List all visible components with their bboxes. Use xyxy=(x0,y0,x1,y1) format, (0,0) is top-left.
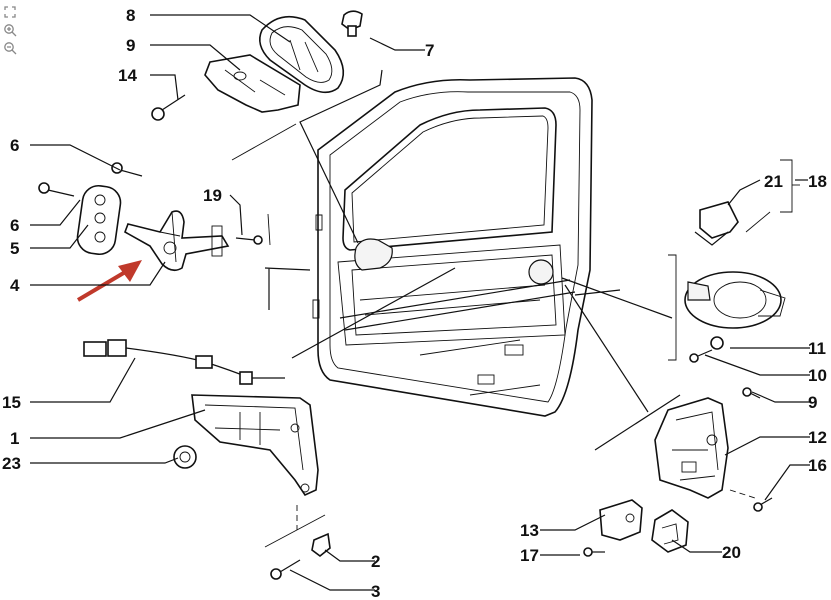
callout-9: 9 xyxy=(126,36,135,55)
callout-15: 14 xyxy=(118,66,137,85)
part-10-screw xyxy=(742,387,761,399)
part-16-release-cable xyxy=(83,339,285,385)
callout-6-lower: 6 xyxy=(10,216,19,235)
callout-13: 12 xyxy=(808,428,827,447)
part-17-screw xyxy=(753,497,773,512)
door-frame xyxy=(312,77,593,417)
part-3-screw xyxy=(270,559,301,580)
part-13-lock-mechanism xyxy=(654,397,729,499)
callout-1: 1 xyxy=(10,429,19,448)
callout-20: 19 xyxy=(203,186,222,205)
part-6-screw-upper xyxy=(111,162,143,177)
highlight-arrow xyxy=(76,260,142,302)
callout-21: 20 xyxy=(722,543,741,562)
part-20-screw xyxy=(235,235,263,245)
part-7-clip xyxy=(341,10,363,37)
callout-17: 16 xyxy=(808,456,827,475)
part-14-bracket xyxy=(599,499,643,541)
part-12-washer xyxy=(710,336,724,350)
callout-22: 21 xyxy=(764,172,783,191)
callout-4: 4 xyxy=(10,276,20,295)
callout-labels: 8 9 14 7 6 6 5 4 19 15 1 23 2 3 21 18 11… xyxy=(2,6,827,600)
fit-page-icon[interactable] xyxy=(3,5,17,19)
zoom-out-icon[interactable] xyxy=(3,41,17,55)
callout-18: 17 xyxy=(520,546,539,565)
part-18-screw xyxy=(583,547,605,557)
zoom-toolbar xyxy=(3,5,19,59)
part-1-lock-bracket xyxy=(191,394,319,497)
part-2-clip xyxy=(311,532,331,558)
callout-2: 2 xyxy=(371,552,380,571)
callout-23: 23 xyxy=(2,454,21,473)
part-15-screw xyxy=(151,94,186,121)
part-4-door-check-strap xyxy=(124,210,230,272)
callout-8: 8 xyxy=(126,6,135,25)
zoom-in-icon[interactable] xyxy=(3,23,17,37)
part-22-cover xyxy=(699,201,739,239)
callout-19: 18 xyxy=(808,172,827,191)
callout-3: 3 xyxy=(371,582,380,600)
callout-14: 13 xyxy=(520,521,539,540)
part-9-handle-bracket xyxy=(204,54,301,113)
callout-16: 15 xyxy=(2,393,21,412)
part-5-cover-plate xyxy=(76,184,122,256)
callout-11: 10 xyxy=(808,366,827,385)
callout-6-upper: 6 xyxy=(10,136,19,155)
part-11-screw xyxy=(689,349,713,363)
callout-10: 9 xyxy=(808,393,817,412)
callout-7: 7 xyxy=(425,41,434,60)
part-19-lock-cylinder xyxy=(684,271,786,329)
callout-leaders xyxy=(30,14,810,591)
part-23-nut xyxy=(173,445,197,469)
callout-12: 11 xyxy=(808,339,826,358)
part-6-screw-lower xyxy=(38,182,75,197)
part-21-clip xyxy=(651,509,689,553)
callout-5: 5 xyxy=(10,239,19,258)
